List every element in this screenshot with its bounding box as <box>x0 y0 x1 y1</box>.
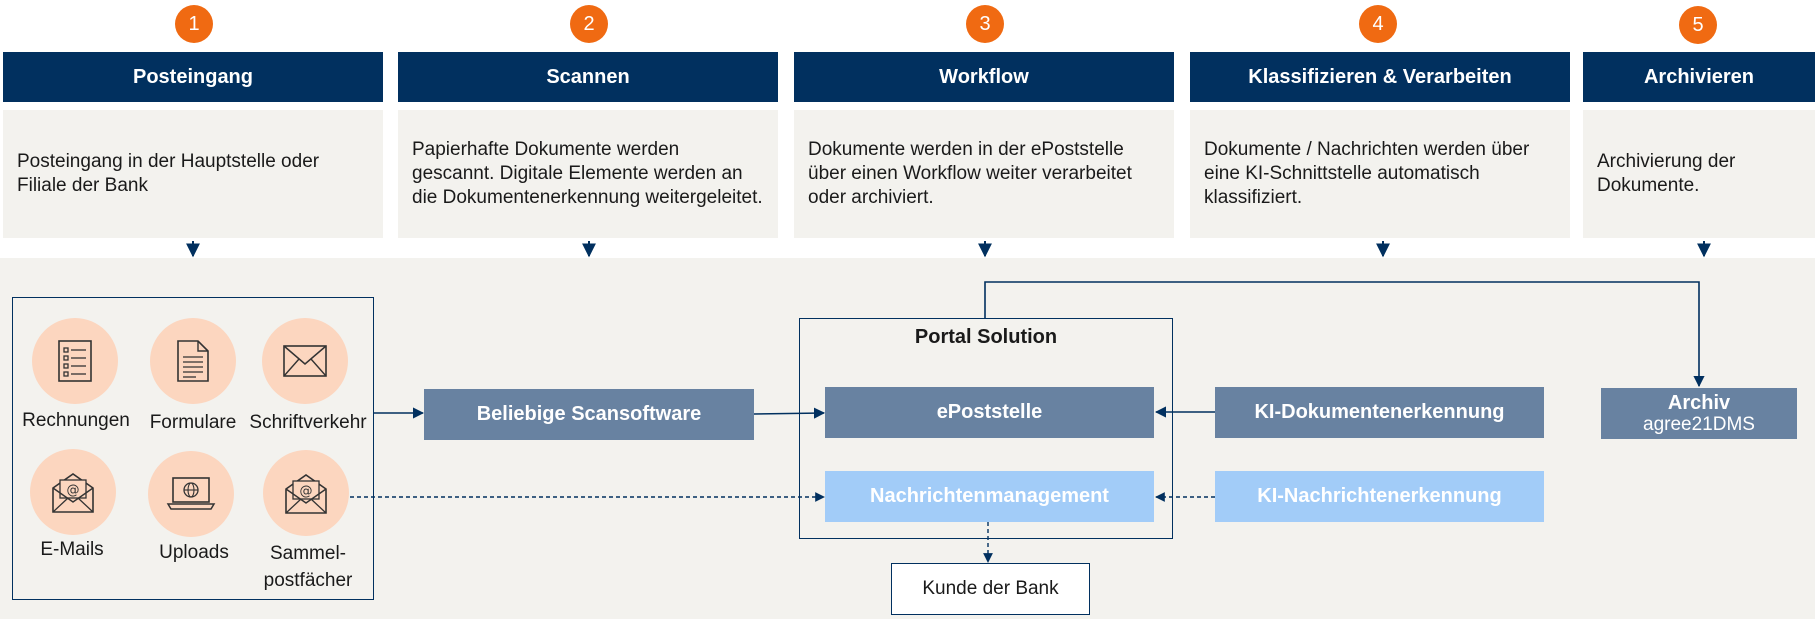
nachrichtenmanagement-box: Nachrichtenmanagement <box>825 471 1154 522</box>
input-label-rechnungen: Rechnungen <box>22 410 130 431</box>
input-label-schriftverkehr: Schriftverkehr <box>249 412 367 433</box>
email-at-envelope-icon: @ <box>30 449 116 535</box>
input-label-formulare: Formulare <box>149 412 237 433</box>
step-4-header: Klassifizieren & Verarbeiten <box>1190 52 1570 102</box>
step-3-header: Workflow <box>794 52 1174 102</box>
step-5-header: Archivieren <box>1583 52 1815 102</box>
svg-text:@: @ <box>300 484 313 499</box>
step-4-number: 4 <box>1359 5 1397 43</box>
step-1-header: Posteingang <box>3 52 383 102</box>
step-2-header: Scannen <box>398 52 778 102</box>
ki-dokumentenerkennung-box: KI-Dokumentenerkennung <box>1215 387 1544 438</box>
ki-nachrichtenerkennung-box: KI-Nachrichtenerkennung <box>1215 471 1544 522</box>
archiv-title: Archiv <box>1667 391 1731 414</box>
step-3-description: Dokumente werden in der ePoststelle über… <box>794 110 1174 238</box>
envelope-icon <box>262 318 348 404</box>
step-4-description: Dokumente / Nachrichten werden über eine… <box>1190 110 1570 238</box>
input-label-emails: E-Mails <box>40 539 104 560</box>
svg-text:@: @ <box>67 483 80 498</box>
input-sources-frame <box>12 297 374 600</box>
invoice-list-icon <box>32 318 118 404</box>
input-label-sammelpostfaecher: Sammel- postfächer <box>263 543 353 591</box>
scansoftware-box: Beliebige Scansoftware <box>424 389 754 440</box>
step-1-description: Posteingang in der Hauptstelle oder Fili… <box>3 110 383 238</box>
archiv-subtitle: agree21DMS <box>1643 413 1755 435</box>
step-5-number: 5 <box>1679 6 1717 44</box>
laptop-globe-icon <box>148 451 234 537</box>
input-label-uploads: Uploads <box>159 542 229 563</box>
epoststelle-box: ePoststelle <box>825 387 1154 438</box>
archiv-box: Archiv agree21DMS <box>1601 388 1797 439</box>
form-document-icon <box>150 318 236 404</box>
step-5-description: Archivierung der Dokumente. <box>1583 110 1815 238</box>
step-2-number: 2 <box>570 5 608 43</box>
step-2-description: Papierhafte Dokumente werden gescannt. D… <box>398 110 778 238</box>
portal-solution-title: Portal Solution <box>914 326 1058 348</box>
step-3-number: 3 <box>966 5 1004 43</box>
step-1-number: 1 <box>175 5 213 43</box>
kunde-der-bank-box: Kunde der Bank <box>891 563 1090 615</box>
email-at-envelope-icon: @ <box>263 450 349 536</box>
